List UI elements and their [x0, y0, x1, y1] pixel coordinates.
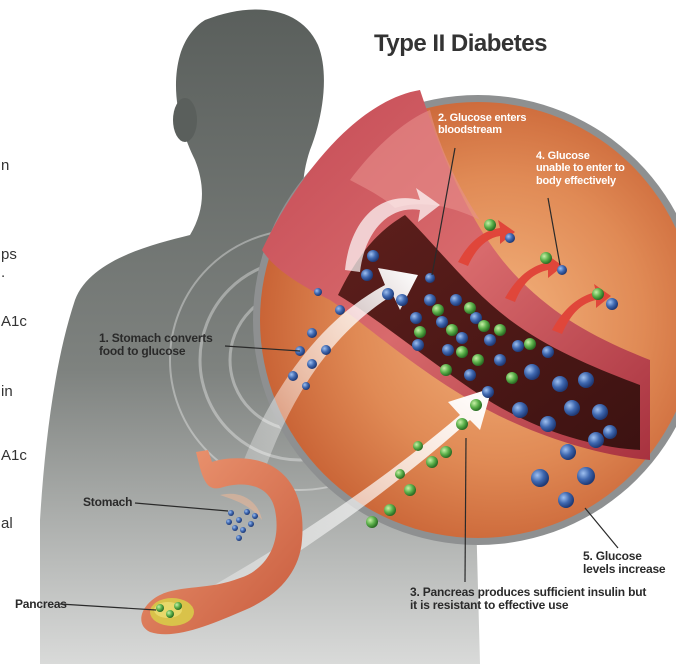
label-pancreas: Pancreas: [15, 598, 67, 611]
label-step-2: 2. Glucose enters bloodstream: [438, 112, 550, 137]
label-step-3: 3. Pancreas produces sufficient insulin …: [410, 586, 650, 613]
label-stomach: Stomach: [83, 496, 132, 509]
label-step-1: 1. Stomach converts food to glucose: [99, 332, 231, 359]
label-step-4: 4. Glucose unable to enter to body effec…: [536, 150, 626, 187]
diagram-title: Type II Diabetes: [374, 30, 547, 58]
label-step-5: 5. Glucose levels increase: [583, 550, 675, 577]
